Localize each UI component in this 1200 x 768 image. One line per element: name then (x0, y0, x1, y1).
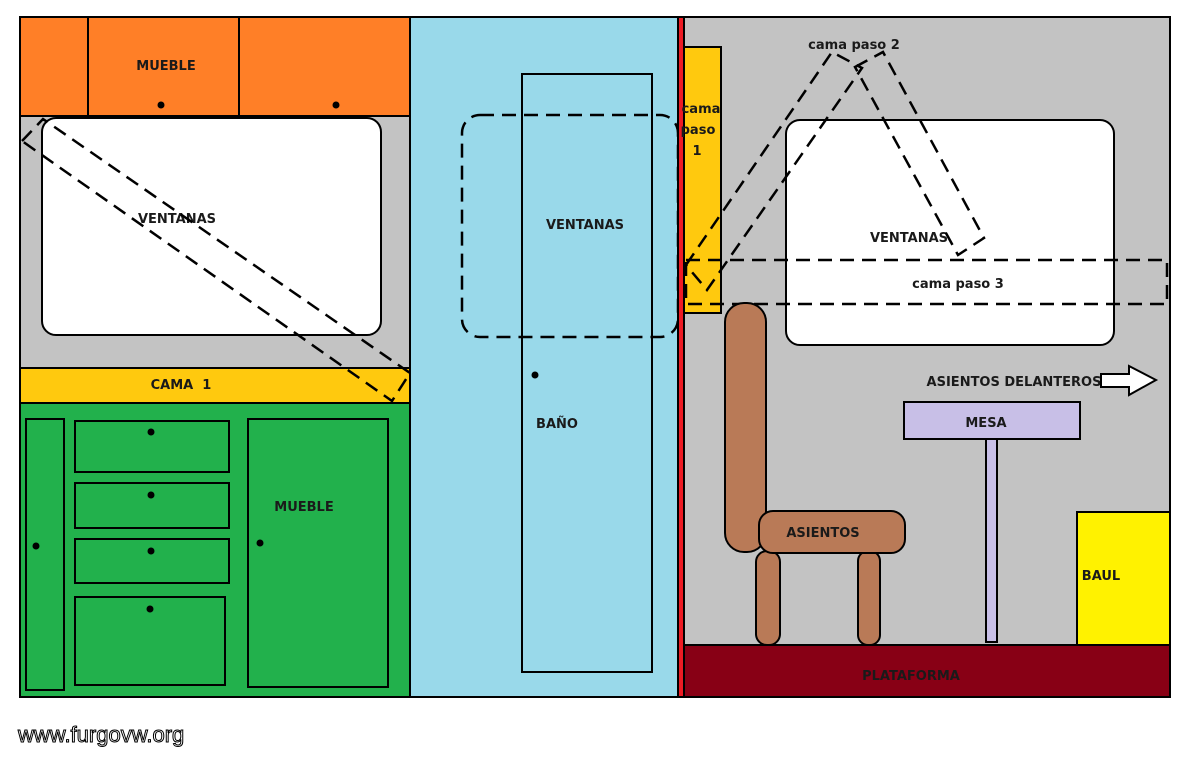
label-cama-paso-1-line2: paso (681, 123, 716, 138)
cama-paso-left-outline (20, 117, 412, 403)
label-ventanas-left: VENTANAS (138, 212, 216, 227)
mesa-top (903, 401, 1081, 440)
label-mueble-bottom: MUEBLE (274, 500, 333, 515)
outer-frame (19, 16, 1171, 698)
drawer-knob (147, 428, 155, 436)
watermark: www.furgovw.org (17, 722, 185, 748)
window-center-outline (460, 113, 680, 339)
label-cama-1: CAMA 1 (151, 378, 212, 393)
mueble-bottom-cabinet (19, 402, 411, 698)
label-cama-paso-3: cama paso 3 (912, 277, 1004, 292)
arrow-right-icon (1100, 364, 1159, 397)
cabinet-knob (157, 101, 165, 109)
cama-1 (19, 367, 411, 404)
mesa-leg (985, 438, 998, 643)
baul (1076, 511, 1171, 646)
window-left (41, 117, 382, 336)
label-cama-paso-1-line3: 1 (692, 144, 701, 159)
cama-paso-2-outline-b (853, 50, 986, 257)
label-baul: BAUL (1082, 569, 1120, 584)
drawer-knob (147, 491, 155, 499)
door-knob (256, 539, 264, 547)
asientos-seat (724, 302, 906, 646)
drawer-knob (146, 605, 154, 613)
label-asientos-delanteros: ASIENTOS DELANTEROS (927, 375, 1102, 390)
drawer-knob (32, 542, 40, 550)
label-mesa: MESA (965, 416, 1006, 431)
label-ventanas-right: VENTANAS (870, 231, 948, 246)
label-ventanas-center: VENTANAS (546, 218, 624, 233)
label-asientos: ASIENTOS (786, 526, 859, 541)
label-cama-paso-2: cama paso 2 (808, 38, 900, 53)
cama-paso-1 (683, 46, 722, 314)
label-mueble-top: MUEBLE (136, 59, 195, 74)
drawer-knob (147, 547, 155, 555)
bano-door (521, 73, 653, 673)
cabinet-knob (332, 101, 340, 109)
bano-door-knob (531, 371, 539, 379)
plataforma (683, 644, 1171, 698)
mueble-top-cabinet (19, 16, 411, 117)
label-bano: BAÑO (536, 416, 578, 432)
label-cama-paso-1-line1: cama (682, 102, 721, 117)
window-right (785, 119, 1115, 346)
label-plataforma: PLATAFORMA (862, 669, 960, 684)
cama-paso-2-outline-a (684, 50, 864, 293)
